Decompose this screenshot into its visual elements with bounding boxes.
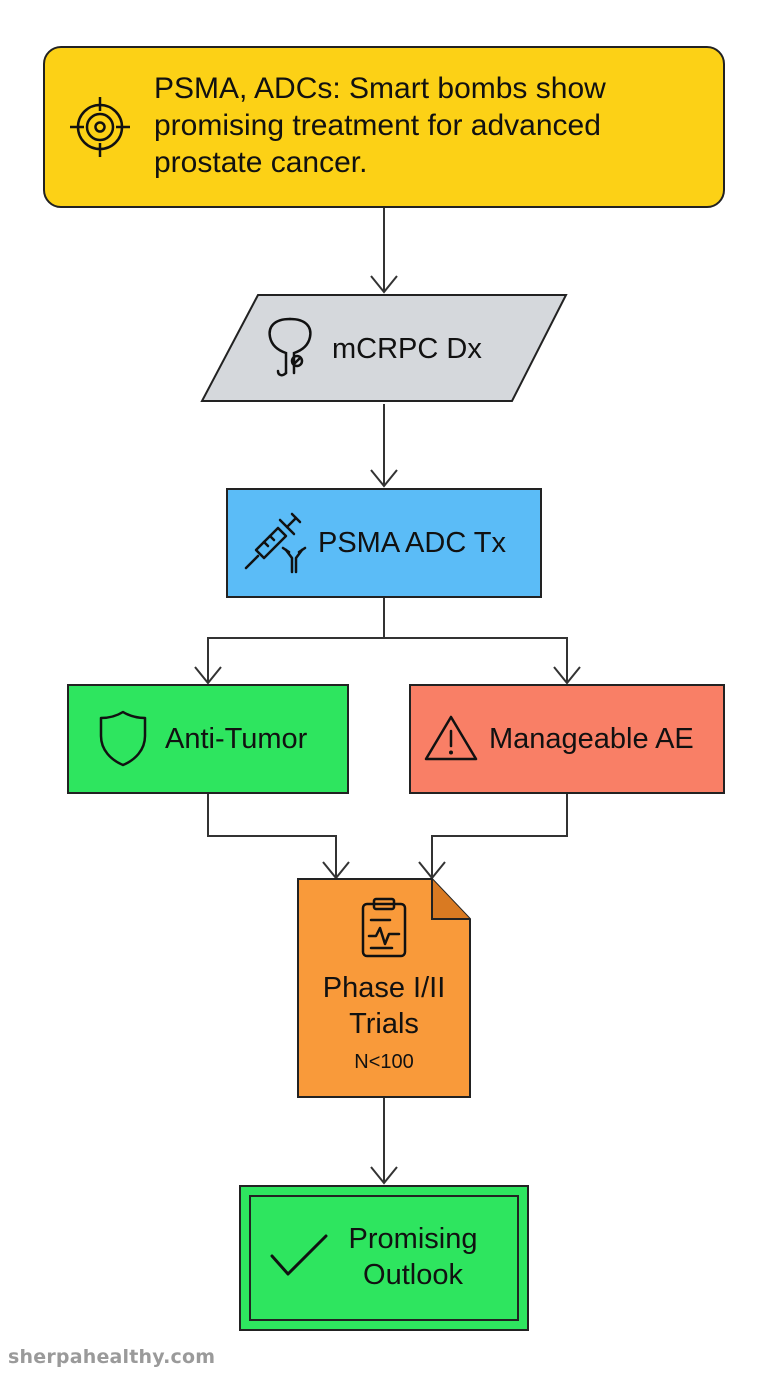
target-icon bbox=[70, 97, 130, 157]
efficacy-node bbox=[67, 684, 349, 794]
prostate-icon bbox=[268, 317, 312, 377]
arrow-efficacy-trials bbox=[207, 794, 337, 878]
shield-icon bbox=[99, 710, 147, 767]
checkmark-icon bbox=[270, 1234, 328, 1276]
syringe-antibody-icon bbox=[244, 512, 307, 574]
headline-text: PSMA, ADCs: Smart bombs show promising t… bbox=[154, 72, 606, 179]
trials-label-line2: Trials bbox=[349, 1008, 419, 1040]
arrow-treatment-branches bbox=[207, 598, 385, 683]
treatment-label: PSMA ADC Tx bbox=[318, 527, 507, 559]
arrowhead bbox=[194, 666, 222, 685]
outcome-inner-border bbox=[249, 1195, 519, 1321]
outcome-label-line2: Outlook bbox=[363, 1259, 463, 1291]
trials-label-line1: Phase I/II bbox=[322, 972, 446, 1004]
warning-icon bbox=[424, 715, 478, 761]
trials-node bbox=[297, 878, 471, 1098]
arrowhead bbox=[553, 666, 581, 685]
arrowhead bbox=[370, 275, 398, 294]
headline-node bbox=[43, 46, 725, 208]
arrowhead bbox=[370, 469, 398, 488]
arrowhead bbox=[370, 1166, 398, 1185]
diagnosis-node bbox=[200, 294, 568, 402]
arrow-safety-trials bbox=[431, 794, 568, 878]
safety-node bbox=[409, 684, 725, 794]
safety-label: Manageable AE bbox=[489, 723, 694, 755]
watermark: sherpahealthy.com bbox=[8, 1346, 216, 1368]
diagnosis-label: mCRPC Dx bbox=[332, 333, 482, 365]
arrow-treatment-safety bbox=[384, 637, 568, 683]
efficacy-label: Anti-Tumor bbox=[165, 723, 308, 755]
outcome-node bbox=[239, 1185, 529, 1331]
trials-sample-size: N<100 bbox=[354, 1051, 414, 1073]
outcome-label-line1: Promising bbox=[348, 1223, 478, 1255]
clipboard-icon bbox=[361, 897, 407, 958]
